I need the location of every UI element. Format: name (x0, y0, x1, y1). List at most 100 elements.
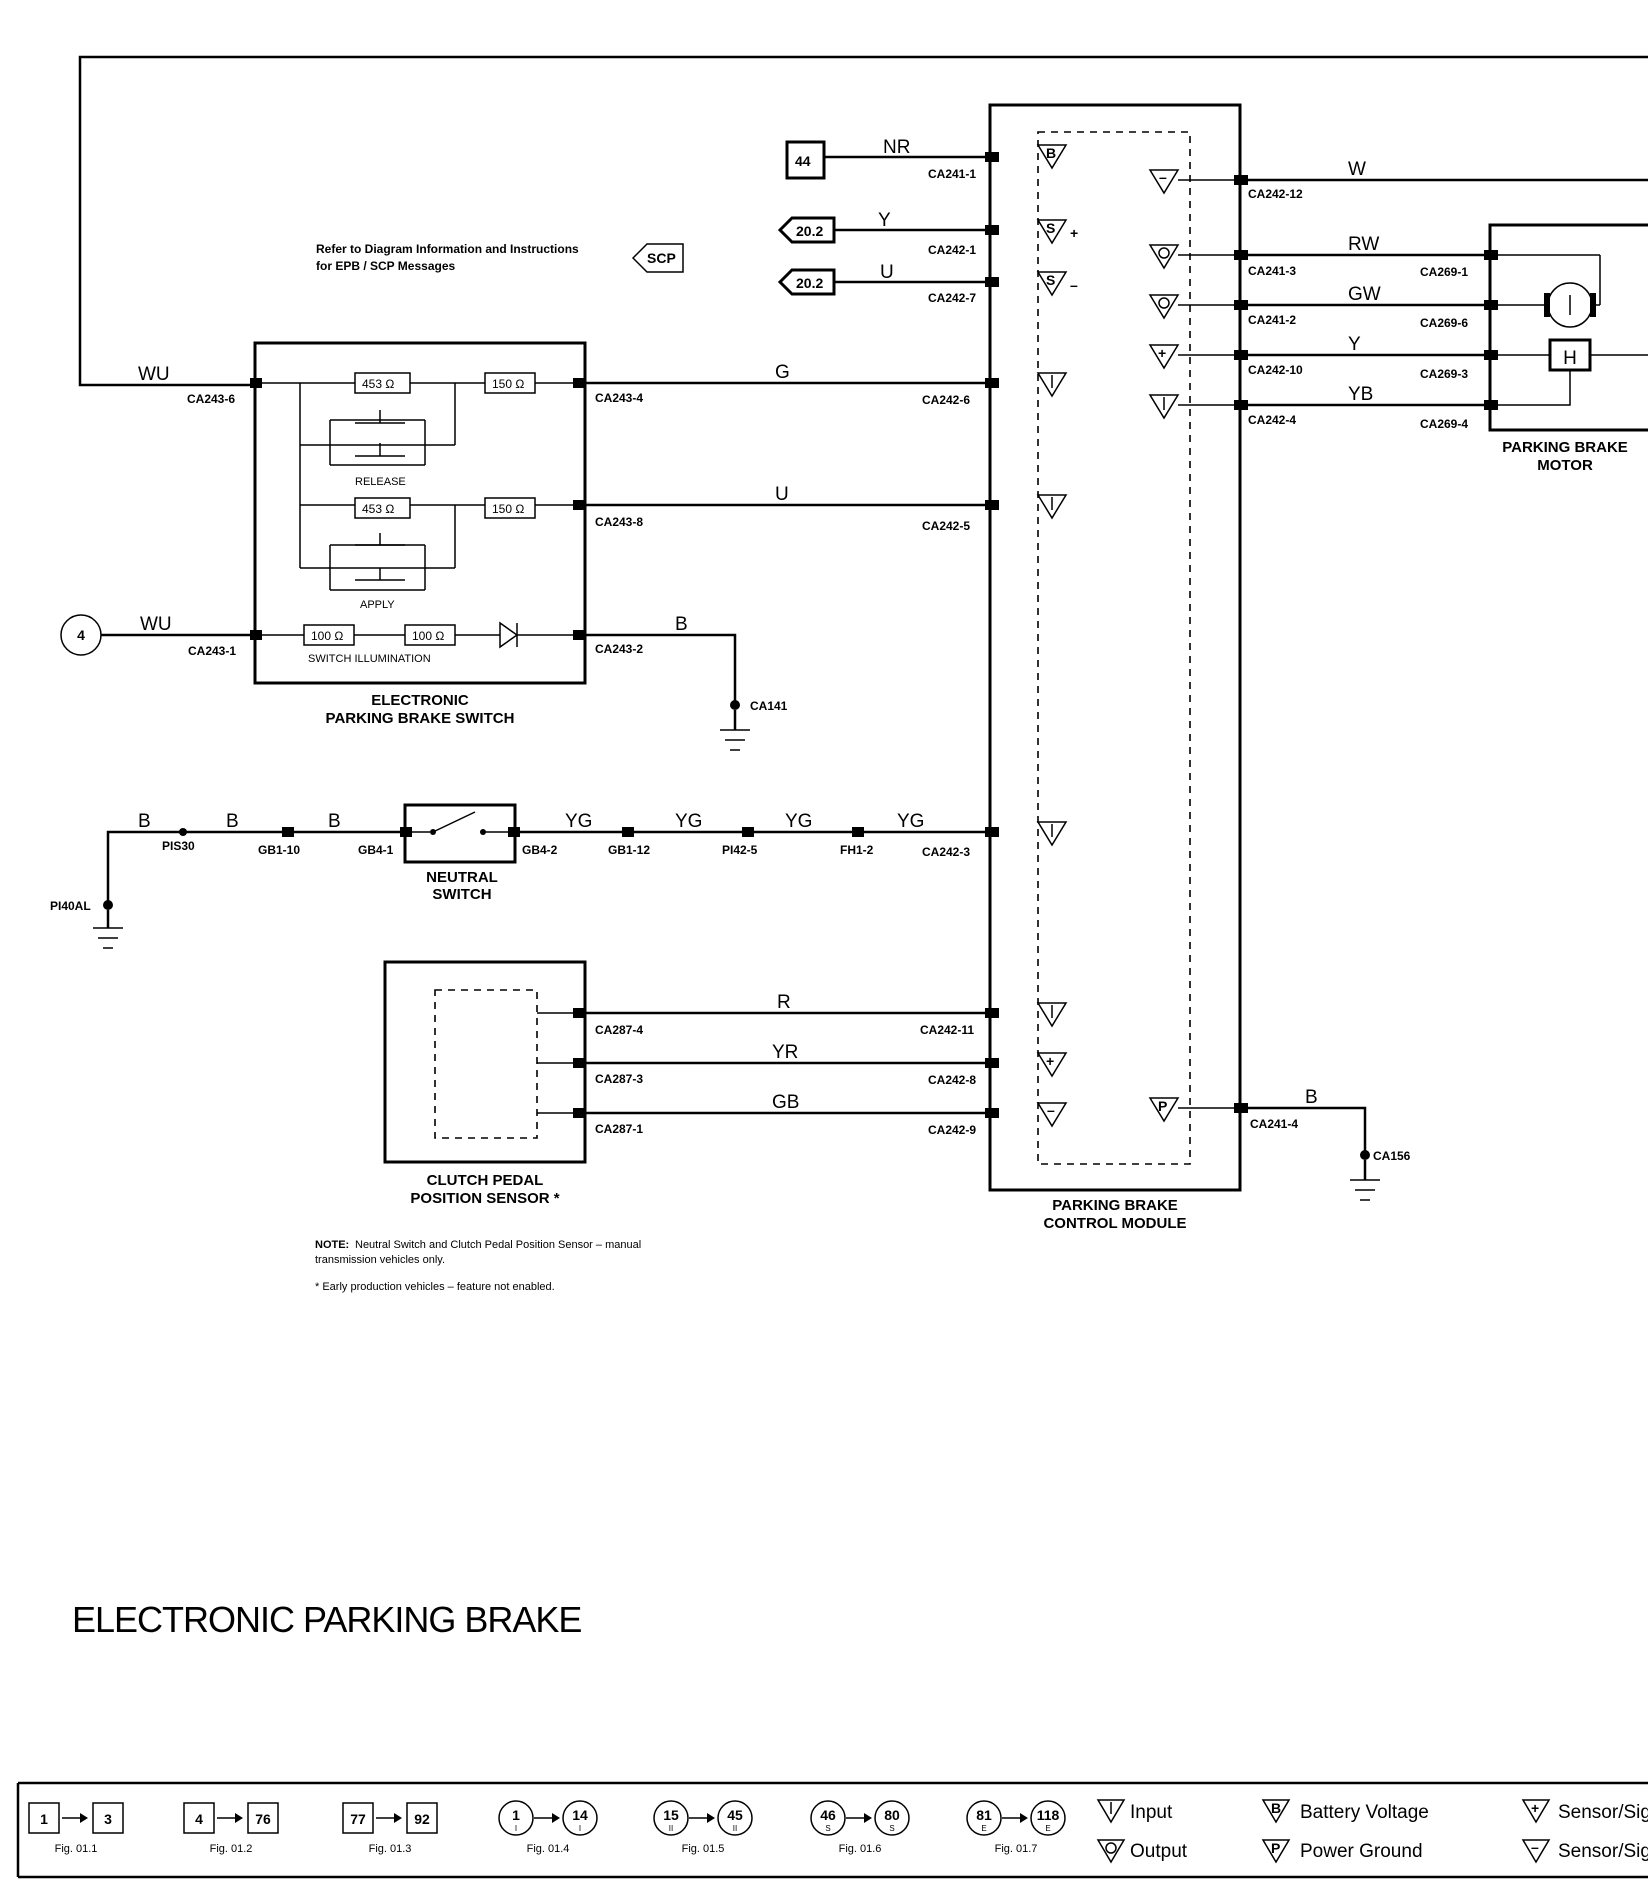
sensor-plus-icon: S + (1036, 219, 1078, 245)
legend-battery-voltage: Battery Voltage (1300, 1802, 1429, 1823)
resistor-150-apply: 150 Ω (492, 502, 524, 516)
conn-ca242-6: CA242-6 (922, 393, 970, 407)
module-title-2: CONTROL MODULE (1043, 1215, 1186, 1232)
output-icon (1148, 294, 1180, 320)
conn-gb1-12: GB1-12 (608, 843, 650, 857)
wire-label-b-ground: B (1305, 1087, 1318, 1108)
legend-fig-from-sub: E (981, 1824, 986, 1833)
release-label: RELEASE (355, 476, 406, 488)
legend-fig-from-label: 1 (512, 1807, 520, 1823)
wire-label-u-scp: U (880, 262, 894, 283)
module-left-symbols: B S + S – + – (1036, 144, 1078, 1128)
diagram-title: ELECTRONIC PARKING BRAKE (72, 1599, 581, 1640)
wire-label-w: W (1348, 159, 1366, 180)
legend-input: Input (1130, 1802, 1173, 1823)
conn-ca269-3: CA269-3 (1420, 367, 1468, 381)
wire-b-ground-ca156: B CA156 (1248, 1087, 1411, 1201)
conn-fh1-2: FH1-2 (840, 843, 874, 857)
legend-fig-caption: Fig. 01.4 (527, 1843, 570, 1855)
wire-label-b-n2: B (226, 811, 239, 832)
neutral-switch-title-2: SWITCH (432, 886, 491, 903)
neutral-switch-title-1: NEUTRAL (426, 869, 498, 886)
motor-title-1: PARKING BRAKE (1502, 439, 1628, 456)
legend-fig-from-circle (810, 1800, 846, 1836)
svg-text:+: + (1046, 1053, 1054, 1069)
led-icon (499, 621, 519, 649)
sensor-plus-icon: + (1148, 344, 1180, 370)
svg-text:+: + (1531, 1800, 1539, 1816)
conn-ca241-2: CA241-2 (1248, 313, 1296, 327)
power-ground-icon: P (1148, 1097, 1180, 1123)
wire-label-wu-top: WU (138, 364, 170, 385)
sensor-minus-icon: S – (1036, 271, 1078, 297)
wire-u: U (585, 484, 990, 507)
conn-ca269-4: CA269-4 (1420, 417, 1468, 431)
page-ref-20-2-a: 20.2 (796, 223, 823, 239)
apply-label: APPLY (360, 599, 395, 611)
wire-w: W (1248, 159, 1648, 182)
conn-ca243-8: CA243-8 (595, 515, 643, 529)
legend-fig-from-sub: II (669, 1824, 673, 1833)
conn-ca242-5: CA242-5 (922, 519, 970, 533)
legend-fig-caption: Fig. 01.1 (55, 1843, 98, 1855)
svg-text:S: S (1046, 220, 1055, 236)
clutch-title-2: POSITION SENSOR * (410, 1190, 559, 1207)
arrow-right-icon (235, 1813, 243, 1823)
wire-label-b-n1: B (138, 811, 151, 832)
legend-fig-from-label: 77 (350, 1811, 366, 1827)
input-icon (1036, 1002, 1068, 1028)
input-icon (1148, 394, 1180, 420)
wire-label-rw: RW (1348, 234, 1379, 255)
page-ref-44: 44 (795, 153, 811, 169)
wire-label-y-motor: Y (1348, 334, 1361, 355)
svg-text:–: – (1159, 169, 1167, 185)
reference-note: Refer to Diagram Information and Instruc… (316, 242, 684, 273)
wire-label-r: R (777, 992, 791, 1013)
sensor-plus-icon: + (1036, 1052, 1068, 1078)
input-icon (1036, 494, 1068, 520)
conn-ca269-1: CA269-1 (1420, 265, 1468, 279)
scp-tag-icon (631, 243, 684, 273)
resistor-150-release: 150 Ω (492, 377, 524, 391)
conn-ca287-1: CA287-1 (595, 1122, 643, 1136)
conn-ca242-11: CA242-11 (920, 1023, 974, 1037)
sensor-plus-icon: + (1521, 1799, 1551, 1824)
clutch-title-1: CLUTCH PEDAL (427, 1172, 544, 1189)
ground-ca156: CA156 (1373, 1149, 1411, 1163)
module-right-symbols: – + P (1148, 169, 1240, 1123)
legend-fig-to-circle (717, 1800, 753, 1836)
wire-label-yr: YR (772, 1042, 798, 1063)
conn-ca243-6: CA243-6 (187, 392, 235, 406)
resistor-453-apply: 453 Ω (362, 502, 394, 516)
neutral-circuit: B B B PIS30 GB1-10 GB4-1 GB4-2 NEUTRAL S… (50, 803, 990, 949)
hall-sensor-label: H (1563, 348, 1577, 369)
legend-fig-to-label: 14 (572, 1807, 588, 1823)
wire-label-nr: NR (883, 137, 910, 158)
arrow-right-icon (80, 1813, 88, 1823)
module-left-pins: CA241-1 CA242-1 CA242-7 CA242-6 CA242-5 … (920, 152, 999, 1137)
legend-fig-to-label: 3 (104, 1811, 112, 1827)
notes: NOTE: Neutral Switch and Clutch Pedal Po… (315, 1239, 641, 1293)
legend-power-ground: Power Ground (1300, 1841, 1423, 1862)
conn-ca243-2: CA243-2 (595, 642, 643, 656)
output-icon (1096, 1839, 1126, 1864)
legend-fig-to-sub: I (579, 1824, 581, 1833)
legend-fig-caption: Fig. 01.7 (995, 1843, 1038, 1855)
reference-note-line2: for EPB / SCP Messages (316, 259, 455, 273)
legend-bar (16, 1781, 1648, 1879)
conn-gb1-10: GB1-10 (258, 843, 300, 857)
conn-gb4-2: GB4-2 (522, 843, 558, 857)
svg-text:P: P (1271, 1840, 1280, 1856)
legend-fig-to-sub: S (889, 1824, 894, 1833)
conn-ca241-3: CA241-3 (1248, 264, 1296, 278)
input-icon (1036, 372, 1068, 398)
conn-ca242-12: CA242-12 (1248, 187, 1303, 201)
wire-label-u: U (775, 484, 789, 505)
note-head: NOTE: (315, 1239, 349, 1251)
legend-fig-to-sub: E (1045, 1824, 1050, 1833)
svg-text:P: P (1158, 1098, 1167, 1114)
